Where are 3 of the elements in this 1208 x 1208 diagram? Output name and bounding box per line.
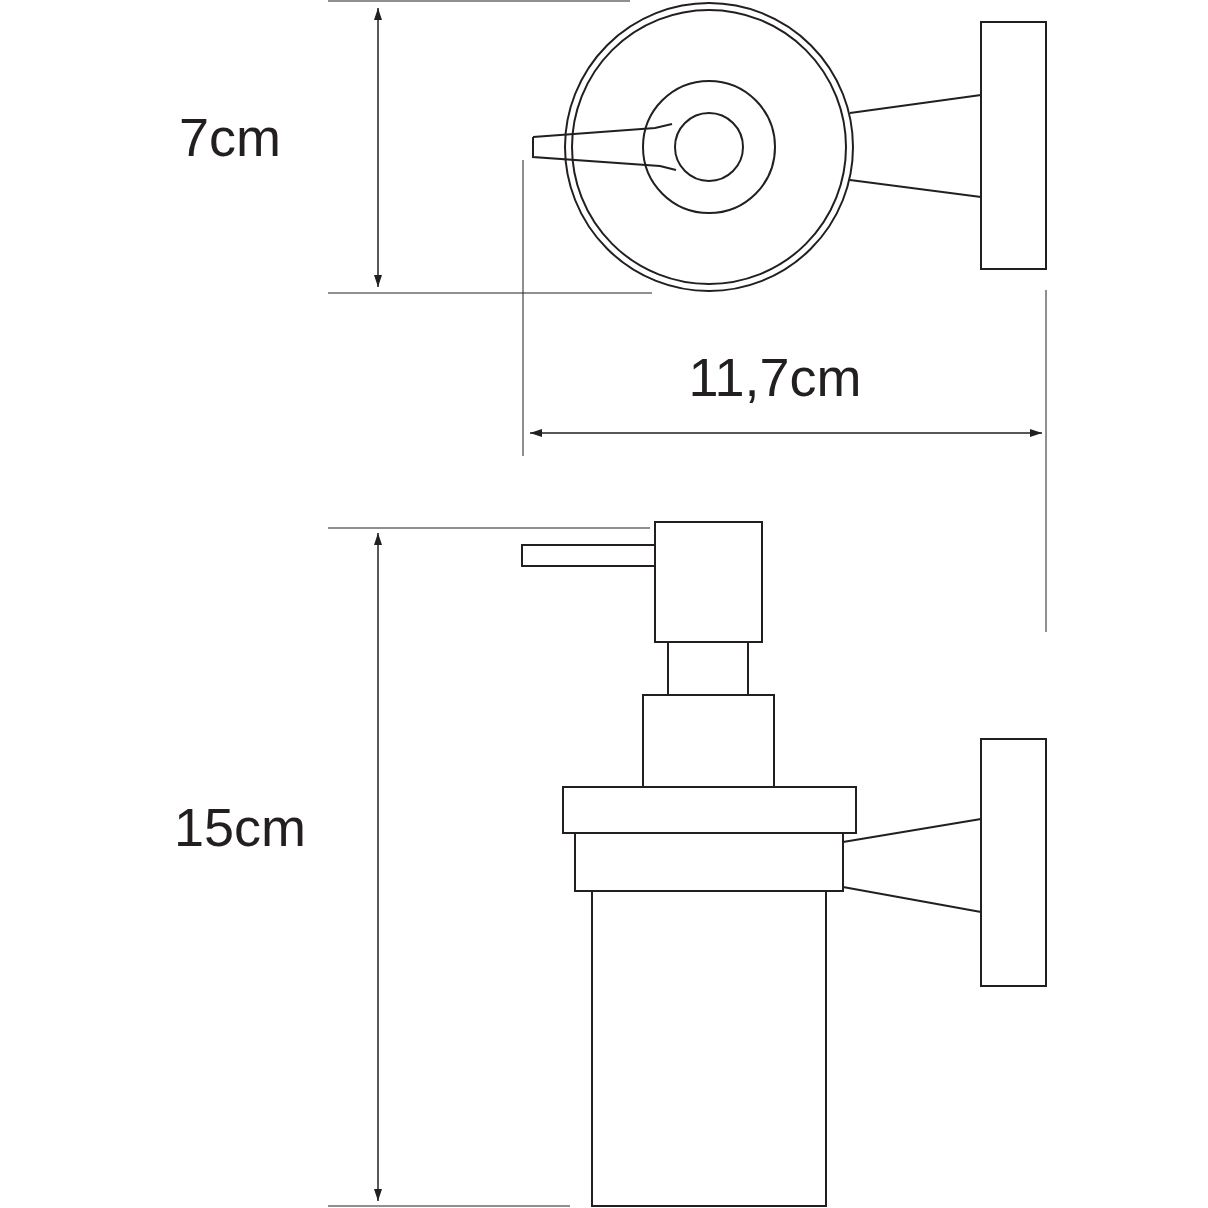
dimension-label: 15cm (172, 800, 307, 854)
dimension-label: 7cm (178, 110, 282, 164)
dimension-label: 11,7cm (687, 350, 863, 404)
